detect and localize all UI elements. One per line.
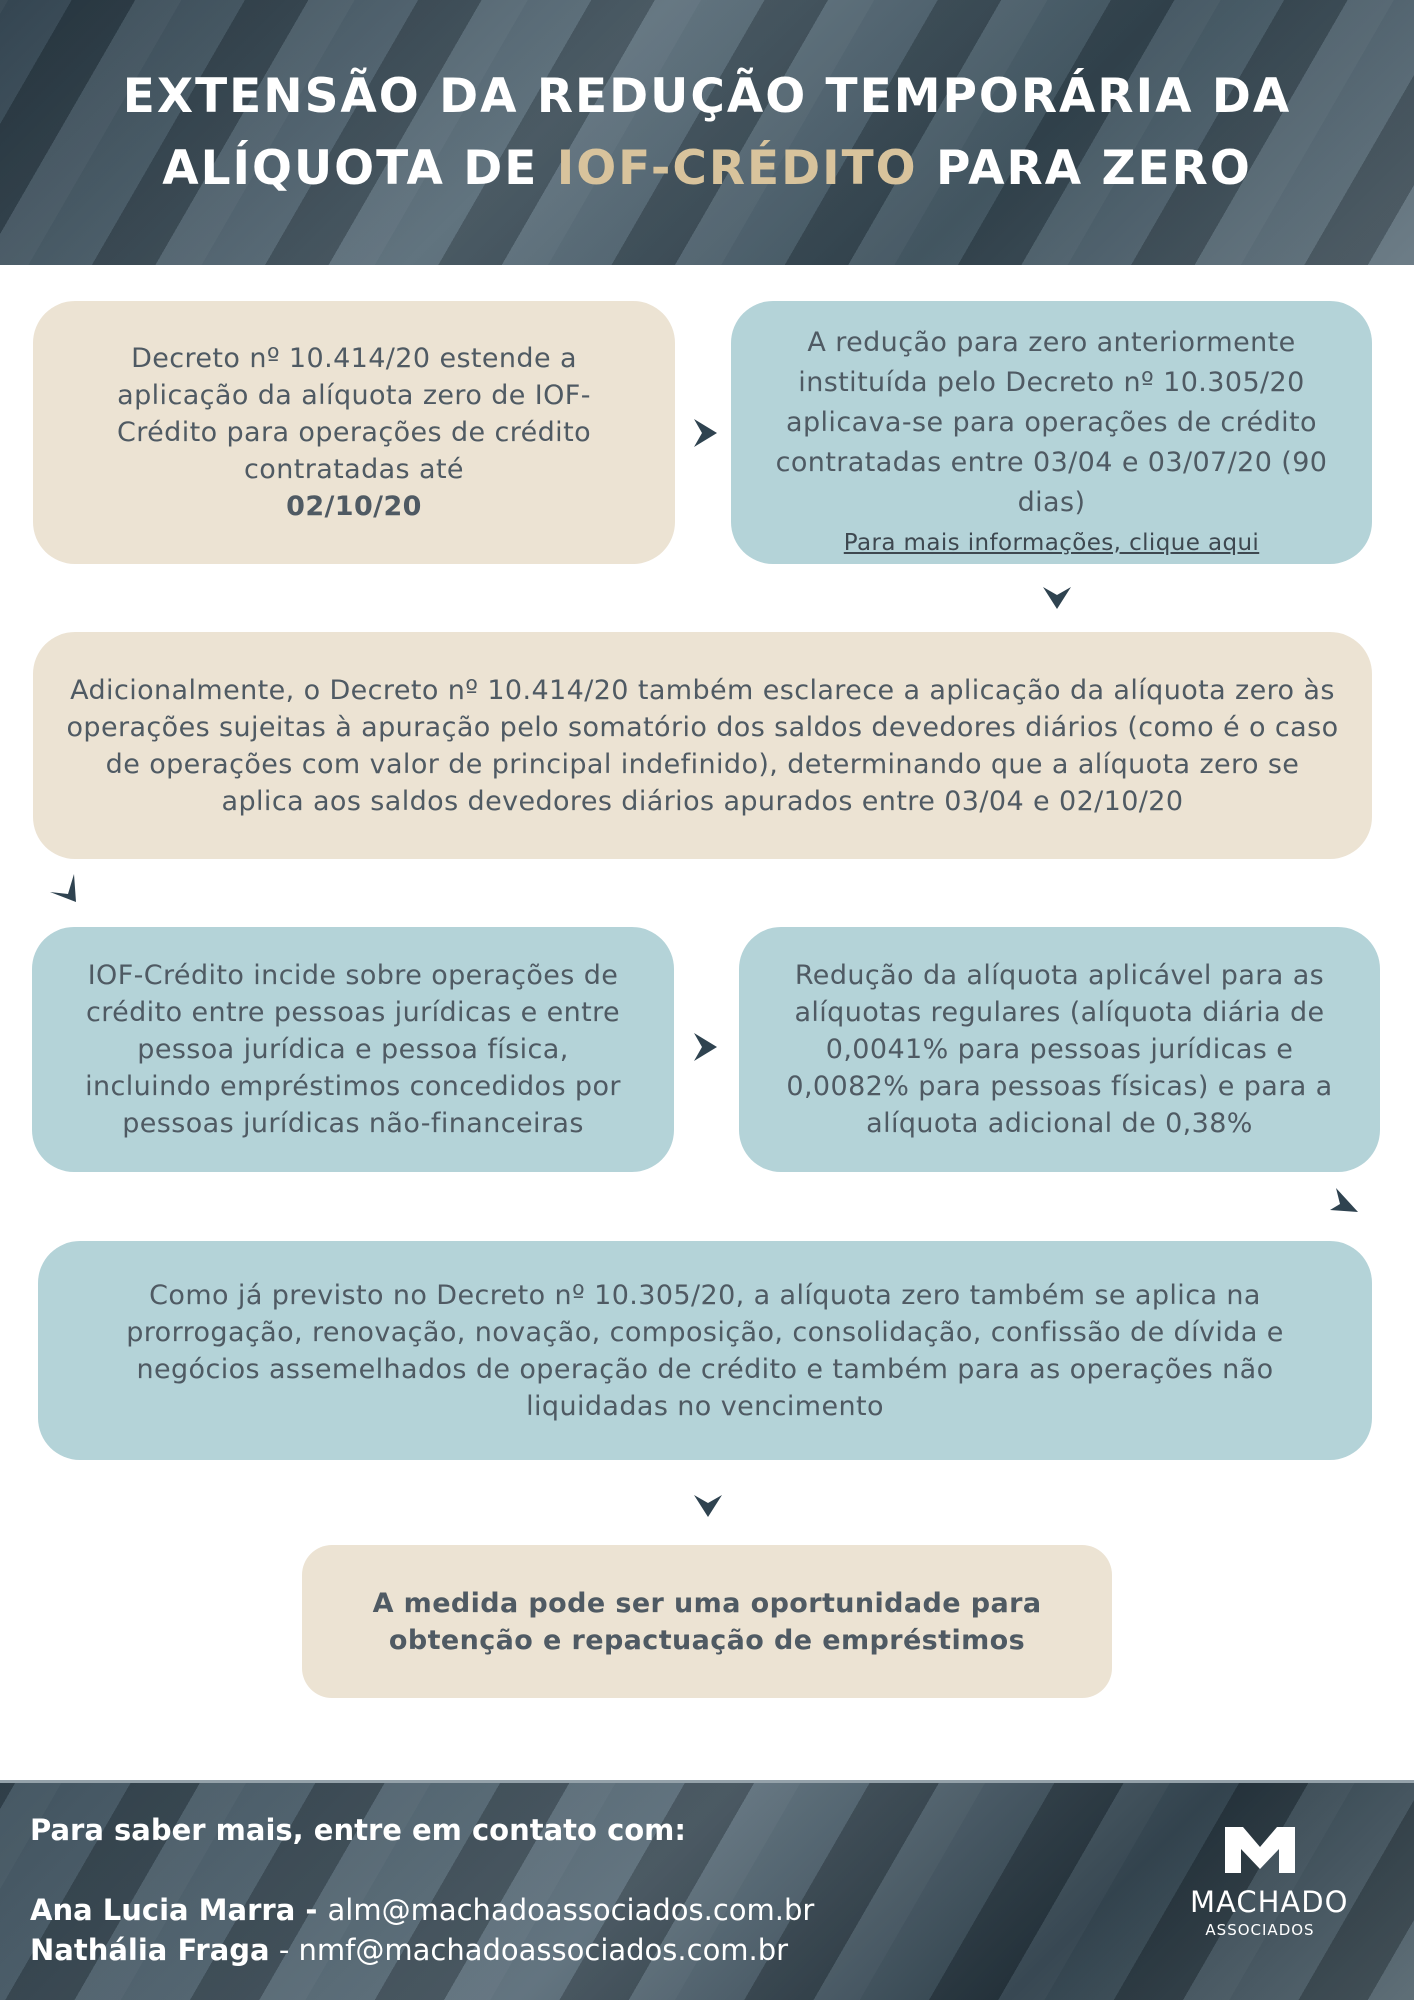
conclusion-box: A medida pode ser uma oportunidade para …	[302, 1545, 1112, 1698]
more-info-link[interactable]: Para mais informações, clique aqui	[843, 529, 1260, 556]
title-line-2-pre: ALÍQUOTA DE	[162, 140, 557, 196]
contact-separator: -	[269, 1933, 299, 1967]
chevron-right-icon	[690, 416, 720, 450]
contact-row: Ana Lucia Marra - alm@machadoassociados.…	[30, 1893, 814, 1927]
chevron-down-icon	[1040, 582, 1074, 612]
title-line-2-post: PARA ZERO	[917, 140, 1252, 196]
contact-name: Ana Lucia Marra	[30, 1893, 296, 1927]
info-box-extension-cases: Como já previsto no Decreto nº 10.305/20…	[38, 1241, 1372, 1460]
contact-email[interactable]: nmf@machadoassociados.com.br	[298, 1933, 789, 1967]
arrowhead-icon	[1328, 1186, 1362, 1216]
info-box-decree-extension: Decreto nº 10.414/20 estende a aplicação…	[33, 301, 675, 564]
info-box-previous-decree: A redução para zero anteriormente instit…	[731, 301, 1372, 564]
logo-subtitle: ASSOCIADOS	[1205, 1921, 1315, 1939]
title-line-1: EXTENSÃO DA REDUÇÃO TEMPORÁRIA DA	[122, 68, 1292, 124]
contact-name: Nathália Fraga	[30, 1933, 270, 1967]
info-box-rate-reduction: Redução da alíquota aplicável para as al…	[739, 927, 1380, 1172]
box1-text: Decreto nº 10.414/20 estende a aplicação…	[117, 343, 591, 485]
box6-text: Como já previsto no Decreto nº 10.305/20…	[126, 1279, 1284, 1422]
chevron-right-icon	[690, 1030, 720, 1064]
box4-text: IOF-Crédito incide sobre operações de cr…	[85, 960, 621, 1139]
title-accent: IOF-CRÉDITO	[556, 140, 918, 196]
box5-text: Redução da alíquota aplicável para as al…	[786, 960, 1333, 1139]
chevron-down-icon	[691, 1490, 725, 1520]
contact-row: Nathália Fraga - nmf@machadoassociados.c…	[30, 1933, 788, 1967]
header-banner: EXTENSÃO DA REDUÇÃO TEMPORÁRIA DA ALÍQUO…	[0, 0, 1414, 265]
info-box-iof-scope: IOF-Crédito incide sobre operações de cr…	[32, 927, 674, 1172]
info-box-daily-balances: Adicionalmente, o Decreto nº 10.414/20 t…	[33, 632, 1372, 859]
footer-banner	[0, 1780, 1414, 2000]
logo-name: MACHADO	[1190, 1885, 1349, 1919]
contact-email[interactable]: alm@machadoassociados.com.br	[327, 1893, 815, 1927]
page-title: EXTENSÃO DA REDUÇÃO TEMPORÁRIA DA ALÍQUO…	[123, 61, 1292, 205]
box1-date: 02/10/20	[286, 491, 422, 522]
box3-text: Adicionalmente, o Decreto nº 10.414/20 t…	[66, 674, 1339, 817]
box2-text: A redução para zero anteriormente instit…	[775, 326, 1328, 518]
arrowhead-icon	[46, 870, 80, 904]
contact-separator: -	[295, 1893, 328, 1927]
contact-intro: Para saber mais, entre em contato com:	[30, 1813, 686, 1847]
machado-logo-icon	[1225, 1827, 1295, 1873]
company-logo: MACHADO ASSOCIADOS	[1190, 1825, 1349, 1939]
box7-text: A medida pode ser uma oportunidade para …	[372, 1587, 1042, 1656]
